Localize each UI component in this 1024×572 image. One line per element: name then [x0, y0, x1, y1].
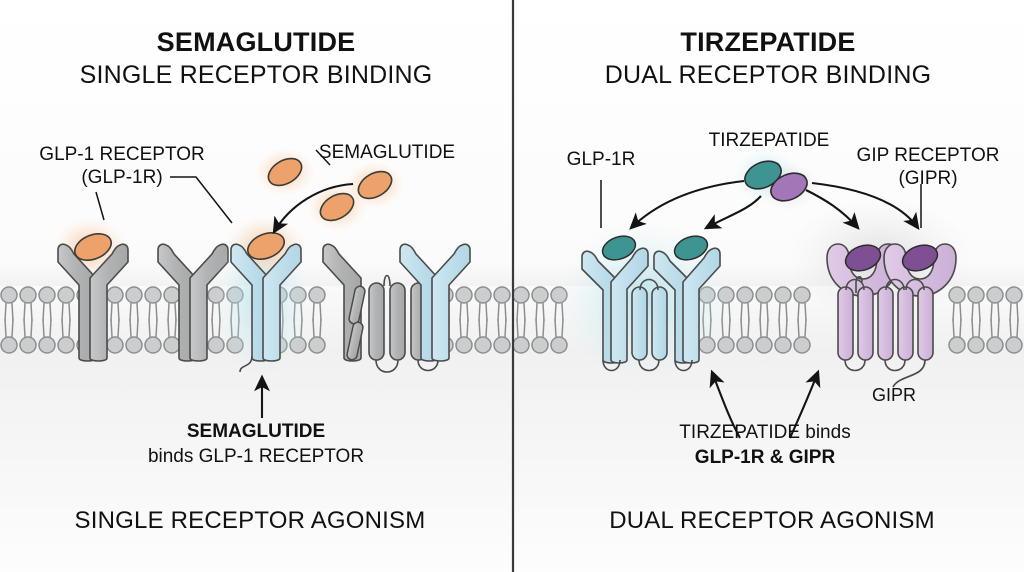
right-panel-title: TIRZEPATIDE: [680, 27, 856, 57]
receptor-gpcr-gray: [322, 243, 439, 373]
binding-arrow-right-2: [703, 195, 762, 230]
leader-semaglutide-left: [315, 149, 331, 166]
right-label-gipr-tail: GIPR: [871, 385, 917, 405]
leader-glp1r-left-b: [95, 191, 105, 221]
binding-arrow-right-3: [805, 189, 860, 230]
receptor-glp1r-active: [214, 216, 310, 380]
free-ligand-group-right: [732, 148, 819, 211]
right-label-tirzepatide: TIRZEPATIDE: [708, 130, 830, 151]
right-label-glp1r: GLP-1R: [566, 149, 636, 170]
right-caption-line1: TIRZEPATIDE binds: [679, 422, 851, 443]
left-caption-line2: binds GLP-1 RECEPTOR: [147, 446, 365, 467]
binding-arrow-left: [272, 182, 354, 235]
binding-arrow-right-4: [811, 181, 920, 231]
caption-arrow-right-2: [789, 369, 821, 439]
binding-arrow-right-1: [629, 179, 745, 230]
receptor-glp1r-3: [399, 243, 471, 362]
right-caption-line2: GLP-1R & GIPR: [694, 447, 836, 468]
free-ligand-group-left: [255, 148, 405, 231]
right-panel-subtitle: DUAL RECEPTOR BINDING: [604, 61, 932, 89]
right-label-gipr-line1: GIP RECEPTOR: [856, 145, 1000, 166]
left-panel-title: SEMAGLUTIDE: [156, 27, 356, 57]
left-caption-line1: SEMAGLUTIDE: [186, 421, 326, 442]
left-label-semaglutide: SEMAGLUTIDE: [318, 142, 456, 163]
receptor-group-gipr-right: [788, 198, 972, 388]
left-label-glp1r-line2: (GLP-1R): [81, 167, 163, 188]
left-panel-footer: SINGLE RECEPTOR AGONISM: [74, 507, 426, 534]
right-label-gipr-line2: (GIPR): [898, 168, 958, 189]
left-panel-subtitle: SINGLE RECEPTOR BINDING: [79, 61, 433, 89]
receptor-group-glp1r-right: [557, 218, 733, 382]
leader-glp1r-left-a: [170, 176, 233, 224]
right-panel-footer: DUAL RECEPTOR AGONISM: [609, 507, 935, 534]
caption-arrow-right-1: [709, 369, 741, 439]
receptor-glp1r-1: [54, 218, 129, 362]
left-label-glp1r-line1: GLP-1 RECEPTOR: [39, 144, 205, 165]
